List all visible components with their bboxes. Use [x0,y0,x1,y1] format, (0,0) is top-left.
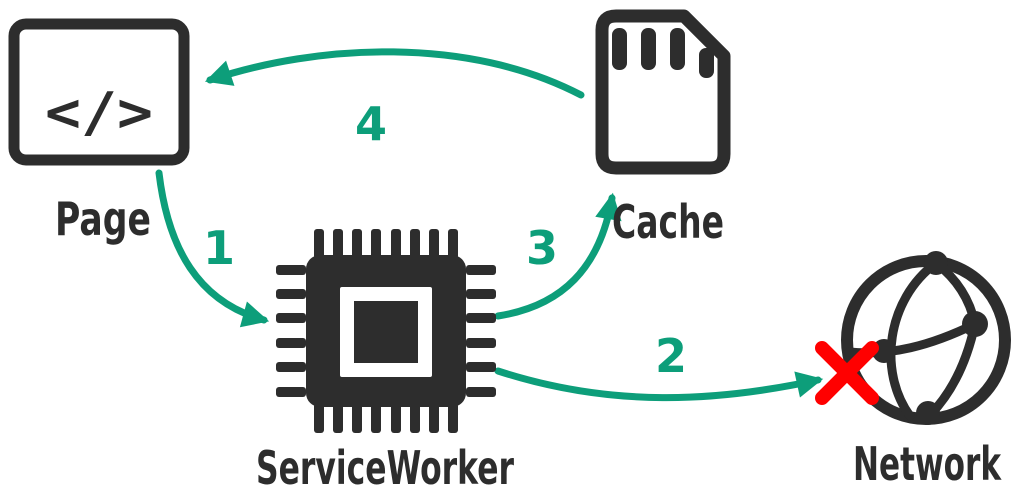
sd-card-pin [670,28,685,70]
browser-code-icon: </> [8,18,190,166]
arrow-step-label: 2 [655,329,687,383]
page-node: </> Page [8,18,190,246]
serviceworker-label: ServiceWorker [256,441,514,492]
sd-card-icon [595,9,731,175]
sd-card-body [595,9,731,175]
cache-node: Cache [595,9,731,249]
arrow-path-serviceworker-to-cache [494,192,622,320]
arrow-step-label: 1 [203,221,235,275]
arrow-path-serviceworker-to-network [494,367,824,402]
globe-meridian [886,258,941,421]
cache-label: Cache [612,195,724,249]
cpu-core [354,301,418,363]
network-dot [962,311,988,337]
network-dot [924,251,948,275]
arrow-path-cache-to-page [204,48,585,99]
sd-card-pin [612,28,627,70]
arrow-step-label: 4 [355,97,387,151]
sd-card-pin [641,28,656,70]
network-dot [916,401,940,425]
arrow-step-2: 2 [494,329,824,402]
network-node: Network [815,251,1011,491]
arrow-step-3: 3 [494,192,622,320]
cpu-pins-bottom [314,403,458,433]
arrow-path-page-to-serviceworker [155,169,270,328]
arrow-step-1: 1 [155,169,270,328]
cpu-pins-left [276,265,306,397]
cpu-pins-top [314,229,458,259]
cpu-pins-right [466,265,496,397]
cpu-chip-icon [276,229,496,433]
network-blocked-x-icon [815,341,879,405]
arrow-step-label: 3 [526,221,558,275]
browser-frame [8,18,190,166]
code-glyph: </> [45,81,153,144]
arrow-step-4: 4 [204,48,585,151]
network-label: Network [853,437,1002,491]
page-label: Page [55,192,151,246]
serviceworker-node: ServiceWorker [256,229,514,492]
sd-card-pin [699,48,714,78]
